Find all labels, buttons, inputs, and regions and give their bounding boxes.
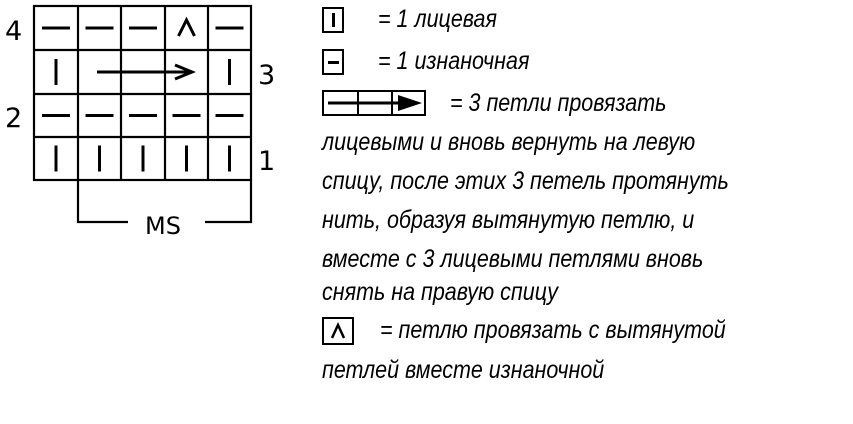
legend-caret-line: петлей вместе изнаночной (322, 356, 605, 384)
arrow-head-icon (174, 63, 196, 81)
knit-icon (332, 13, 335, 27)
purl-icon (328, 61, 339, 64)
legend-arrow-line: лицевыми и вновь вернуть на левую (322, 128, 696, 156)
row-label-2: 2 (5, 103, 22, 134)
row-label-3: 3 (258, 60, 275, 91)
caret-stitch-icon (177, 16, 196, 37)
row-label-1: 1 (258, 146, 275, 177)
legend-arrow-line: вместе с 3 лицевыми петлями вновь (322, 245, 704, 273)
legend-caret-line: = петлю провязать с вытянутой (380, 316, 726, 344)
purl-symbol-box (322, 49, 344, 75)
legend-arrow-line: спицу, после этих 3 петель протянуть (322, 167, 729, 195)
caret-up-icon (330, 322, 346, 339)
legend-arrow-line: снять на правую спицу (322, 278, 558, 306)
arrow-right-icon (328, 95, 422, 111)
stitch-symbols (42, 16, 244, 172)
caret-symbol-box (322, 317, 354, 345)
knit-symbol-box (322, 7, 344, 33)
row-label-4: 4 (5, 16, 22, 47)
legend-knit: = 1 лицевая (378, 5, 497, 33)
arrow-symbol-box (322, 90, 426, 116)
legend-arrow-line: нить, образуя вытянутую петлю, и (322, 206, 695, 234)
grid-lines (32, 4, 253, 224)
repeat-label: MS (145, 212, 181, 240)
legend-purl: = 1 изнаночная (378, 47, 530, 75)
legend-arrow-line: = 3 петли провязать (450, 89, 667, 117)
repeat-bracket (76, 180, 253, 224)
